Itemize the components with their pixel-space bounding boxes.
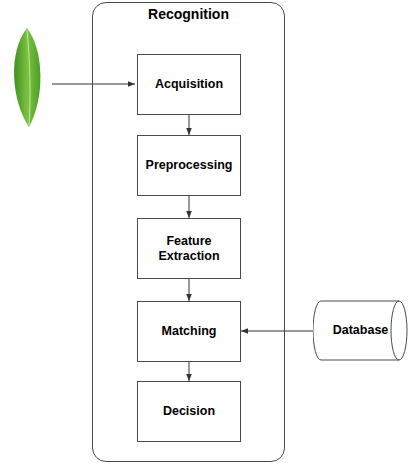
- database-cylinder: Database: [313, 300, 408, 361]
- process-box: Preprocessing: [137, 135, 241, 196]
- input-arrow: [52, 84, 135, 85]
- flow-arrow: [189, 196, 190, 218]
- process-box: Decision: [137, 381, 241, 442]
- leaf-midrib: [27, 30, 30, 125]
- node-label: Acquisition: [149, 77, 229, 92]
- cylinder-body: [313, 301, 407, 360]
- flow-arrow: [189, 279, 190, 301]
- node-label: Preprocessing: [140, 158, 239, 173]
- node-label: Feature Extraction: [138, 234, 240, 264]
- group-container: RecognitionAcquisitionPreprocessingFeatu…: [92, 2, 285, 462]
- group-title: Recognition: [142, 7, 235, 22]
- process-box: Matching: [137, 301, 241, 362]
- flow-arrow: [241, 331, 313, 332]
- flow-arrow: [189, 115, 190, 135]
- node-label: Decision: [157, 404, 221, 419]
- process-box: Feature Extraction: [137, 218, 241, 279]
- process-box: Acquisition: [137, 54, 241, 115]
- node-label: Matching: [156, 324, 223, 339]
- flow-arrow: [189, 362, 190, 381]
- node-label: Database: [327, 323, 395, 338]
- leaf-illustration: [14, 28, 40, 127]
- cylinder-cap: [391, 301, 399, 360]
